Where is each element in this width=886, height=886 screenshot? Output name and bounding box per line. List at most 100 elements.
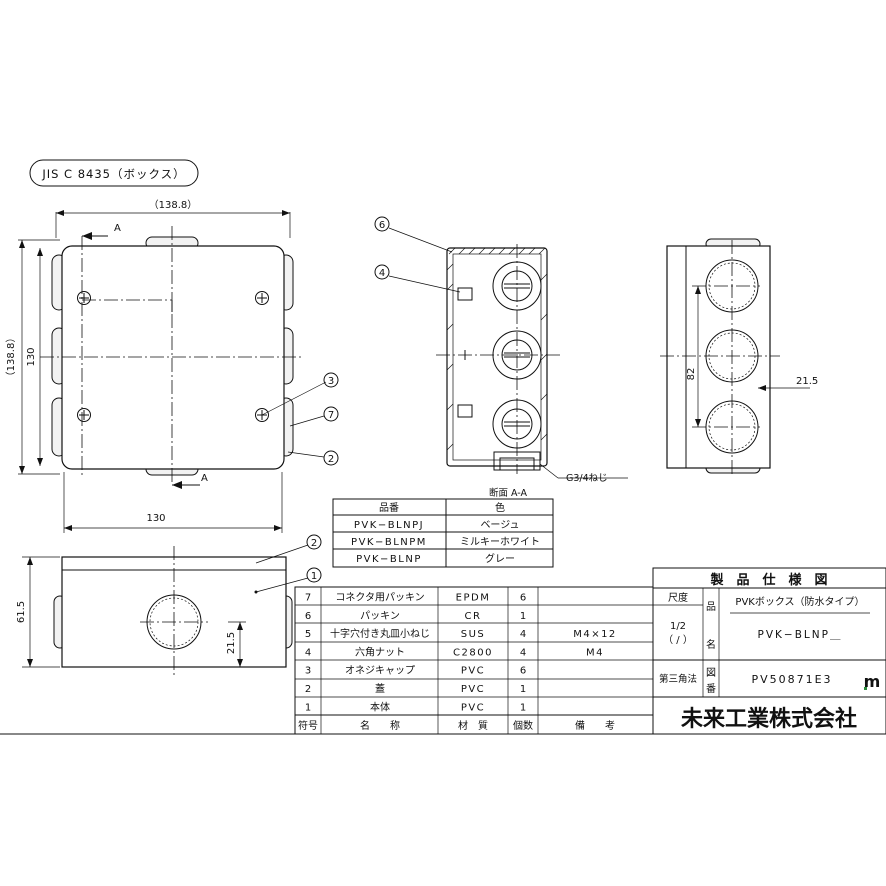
tb-drawing-label-1: 図 [706, 667, 716, 679]
hatch-l6 [446, 443, 454, 451]
callout-1 [306, 567, 322, 583]
pt-header-name: 名 称 [360, 719, 400, 732]
callout-1-label: 1 [311, 571, 317, 582]
logo-dot [864, 687, 867, 690]
parts-cell-r4-c2: 六角ナット [355, 646, 405, 658]
ct-part-3: PVK−BLNP [356, 554, 422, 565]
callout-7 [323, 450, 339, 466]
parts-cell-r4-c3: C2800 [453, 647, 493, 658]
parts-cell-r7-c4: 1 [520, 702, 526, 713]
hatch-r1 [540, 273, 548, 281]
arrow-a-bottom-head [172, 481, 182, 489]
leader-1-dot [254, 590, 258, 594]
dim-215-arrow [758, 385, 766, 391]
callout-2-label: 2 [311, 538, 317, 549]
leader-2 [255, 544, 309, 564]
tb-projection: 第三角法 [659, 673, 697, 685]
screw-1-head [77, 291, 91, 305]
screw-3 [77, 408, 91, 422]
hatch-l4 [446, 363, 454, 371]
screw-4-head [255, 408, 269, 422]
dim-side-spacing: 82 [686, 368, 697, 381]
leader-1 [255, 577, 309, 593]
dim-inner-arrow-t [37, 248, 43, 256]
parts-cell-r5-c4: 6 [520, 666, 526, 677]
parts-cell-r2-c2: パッキン [360, 610, 400, 622]
hatch-r2 [540, 313, 548, 321]
dim-side-offset: 21.5 [796, 376, 818, 387]
leader-5 [261, 381, 327, 416]
dim-h-arrow-b [27, 659, 33, 667]
dim-left-arrow-b [19, 466, 25, 474]
section-mark-bottom: A [201, 473, 208, 484]
leader-3 [289, 415, 325, 427]
screw-2-head [255, 291, 269, 305]
hatch-8 [518, 247, 526, 255]
callout-2 [306, 534, 322, 550]
parts-cell-r7-c1: 1 [305, 702, 311, 713]
dim-bottom-arrow-r [274, 525, 282, 531]
dim-bottom-arrow-l [64, 525, 72, 531]
pt-header-remarks: 備 考 [575, 719, 615, 732]
parts-cell-r5-c1: 3 [305, 666, 311, 677]
parts-cell-r3-c1: 5 [305, 629, 311, 640]
thread-label: G3/4ねじ [566, 473, 608, 484]
parts-cell-r6-c1: 2 [305, 684, 311, 695]
dim-inner-arrow-b [37, 458, 43, 466]
tb-product-name: PVKボックス（防水タイプ） [735, 595, 864, 608]
ct-header-color: 色 [495, 501, 505, 514]
top-view: A A （138.8） 130 （138.8） 130 3 [5, 199, 339, 533]
parts-cell-r6-c2: 蓋 [375, 683, 385, 695]
parts-cell-r1-c4: 6 [520, 593, 526, 604]
parts-cell-r4-c5: M4 [586, 647, 604, 658]
hatch-10 [538, 247, 546, 255]
hatch-6 [498, 247, 506, 255]
hatch-l5 [446, 403, 454, 411]
dim-h-arrow-t [27, 557, 33, 565]
nut-upper [457, 287, 473, 301]
section-label: 断面 A-A [489, 487, 528, 499]
tb-product-code: PVK−BLNP＿ [758, 629, 843, 641]
parts-cell-r6-c3: PVC [461, 684, 485, 695]
callout-4-label: 4 [379, 268, 385, 279]
callout-3 [323, 406, 339, 422]
parts-cell-r1-c1: 7 [305, 593, 311, 604]
dim-ko-arrow-b [237, 659, 243, 667]
parts-header: 符号 名 称 材 質 個数 備 考 [298, 719, 615, 732]
tb-scale-value: 1/2 [670, 621, 686, 632]
box-top-outline [61, 245, 285, 470]
screw-2 [255, 291, 269, 305]
logo-mark: m [864, 672, 881, 691]
side-view: 82 21.5 [660, 238, 818, 474]
parts-cell-r1-c3: EPDM [456, 593, 491, 604]
section-mark-top: A [114, 223, 121, 234]
tb-scale-note: （ / ） [663, 634, 693, 646]
section-hatch [446, 247, 548, 451]
pt-header-no: 符号 [298, 719, 318, 732]
parts-cell-r3-c2: 十字穴付き丸皿小ねじ [330, 627, 430, 640]
parts-cell-r7-c3: PVC [461, 702, 485, 713]
hatch-4 [478, 247, 486, 255]
dim-82-arrow-t [695, 286, 701, 294]
parts-cell-r2-c1: 6 [305, 611, 311, 622]
screw-1 [77, 291, 91, 305]
callout-6-label: 6 [379, 220, 385, 231]
dim-top-arrow-l [56, 210, 64, 216]
hatch-2 [458, 247, 466, 255]
callout-6 [374, 216, 390, 232]
tb-company: 未来工業株式会社 [681, 706, 857, 732]
front-view: 61.5 21.5 2 1 [16, 534, 322, 676]
pt-header-qty: 個数 [513, 719, 533, 732]
hatch-r4 [540, 393, 548, 401]
title-block: 製 品 仕 様 図 尺度 1/2 （ / ） 品 名 PVKボックス（防水タイプ… [652, 567, 886, 735]
tb-title: 製 品 仕 様 図 [709, 572, 827, 588]
parts-cell-r2-c3: CR [465, 611, 482, 622]
parts-cell-r6-c4: 1 [520, 684, 526, 695]
ct-color-2: ミルキーホワイト [460, 536, 540, 548]
hatch-r5 [540, 433, 548, 441]
callout-7-label: 2 [328, 454, 334, 465]
hatch-7 [508, 247, 516, 255]
dim-side-total: （138.8） [5, 333, 17, 382]
tb-scale-label: 尺度 [668, 591, 688, 604]
